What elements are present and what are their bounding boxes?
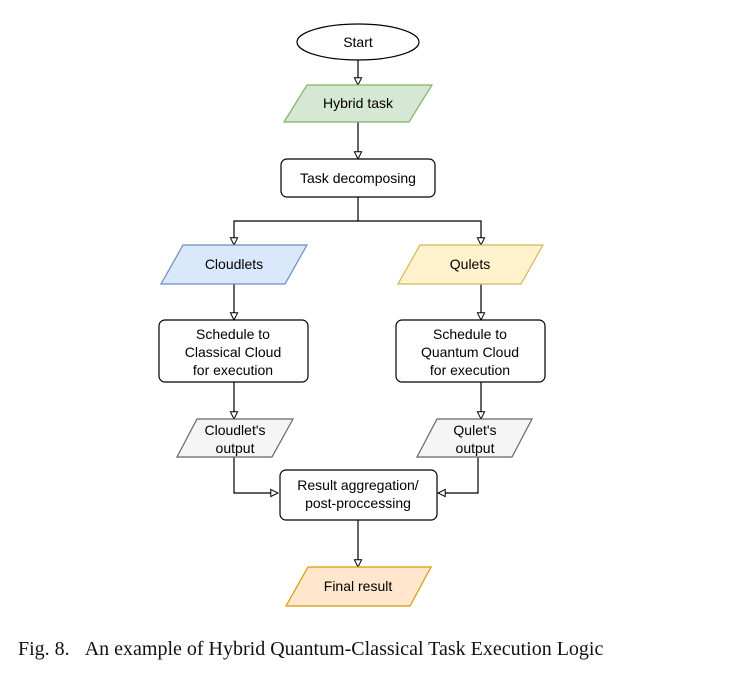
qulets-node: Qulets — [396, 244, 545, 285]
qulet-output-node: Qulet's output — [416, 418, 533, 458]
schedule-classical-line-1: Schedule to — [196, 326, 270, 342]
edge-qulet-output-to-aggregation — [438, 457, 479, 493]
task-decomposing-node: Task decomposing — [280, 158, 436, 198]
aggregation-line-1: Result aggregation/ — [297, 477, 419, 493]
schedule-classical-line-3: for execution — [193, 362, 273, 378]
cloudlets-node: Cloudlets — [159, 244, 309, 285]
schedule-classical-node: Schedule to Classical Cloud for executio… — [158, 319, 309, 383]
final-result-label: Final result — [324, 578, 393, 594]
task-decomposing-label: Task decomposing — [300, 170, 416, 186]
hybrid-task-shape — [282, 84, 434, 123]
start-node: Start — [296, 23, 420, 61]
cloudlets-label: Cloudlets — [205, 256, 263, 272]
qulets-shape — [396, 244, 545, 285]
cloudlet-output-line-1: Cloudlet's — [204, 422, 265, 438]
qulet-output-shape — [416, 418, 533, 458]
schedule-quantum-line-1: Schedule to — [433, 326, 507, 342]
edge-decomposing-to-qulets — [358, 220, 481, 245]
schedule-quantum-node: Schedule to Quantum Cloud for execution — [395, 319, 546, 383]
cloudlets-shape — [159, 244, 309, 285]
aggregation-line-2: post-proccessing — [305, 495, 411, 511]
qulet-output-line-1: Qulet's — [453, 422, 496, 438]
final-result-node: Final result — [284, 566, 433, 607]
cloudlet-output-node: Cloudlet's output — [176, 418, 295, 458]
caption-text: An example of Hybrid Quantum-Classical T… — [84, 638, 604, 660]
edge-decomposing-to-cloudlets — [234, 220, 358, 245]
schedule-quantum-line-2: Quantum Cloud — [421, 344, 519, 360]
aggregation-node: Result aggregation/ post-proccessing — [279, 469, 438, 521]
qulets-label: Qulets — [450, 256, 490, 272]
start-label: Start — [343, 34, 373, 50]
schedule-quantum-line-3: for execution — [430, 362, 510, 378]
figure-caption: Fig. 8. An example of Hybrid Quantum-Cla… — [18, 638, 738, 661]
cloudlet-output-shape — [176, 418, 295, 458]
edges — [234, 60, 481, 567]
caption-label: Fig. 8. — [18, 638, 70, 660]
flowchart: Start Hybrid task Task decomposing Cloud… — [158, 23, 546, 607]
hybrid-task-node: Hybrid task — [282, 84, 434, 123]
hybrid-task-label: Hybrid task — [323, 95, 394, 111]
final-result-shape — [284, 566, 433, 607]
qulet-output-line-2: output — [456, 440, 495, 456]
edge-cloudlet-output-to-aggregation — [233, 457, 278, 493]
schedule-classical-line-2: Classical Cloud — [185, 344, 281, 360]
cloudlet-output-line-2: output — [216, 440, 255, 456]
